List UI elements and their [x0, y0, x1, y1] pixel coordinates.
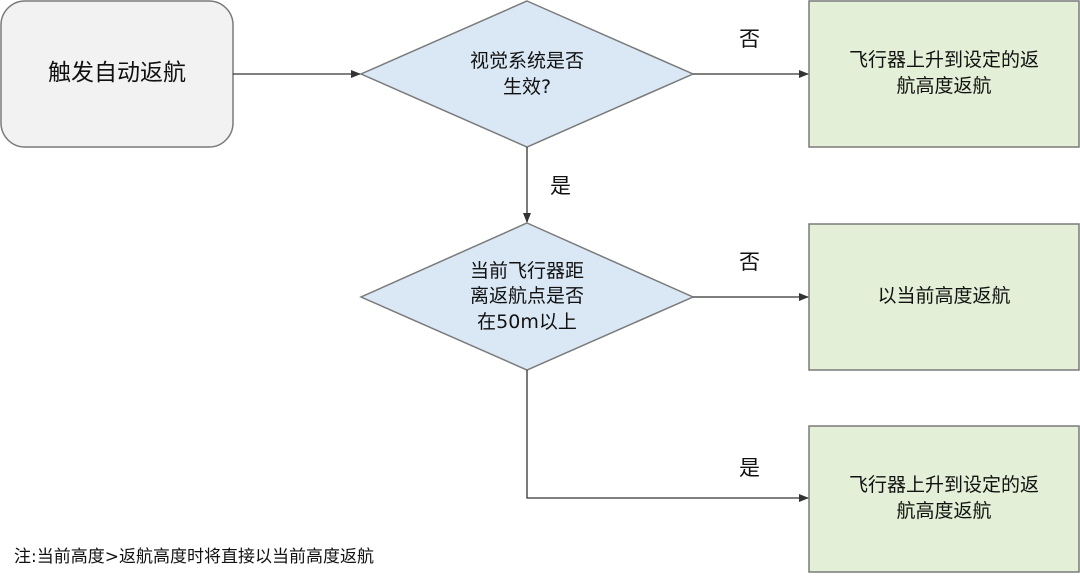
- action-climb-return-node-1: [808, 0, 1080, 148]
- decision-visual-system-node: [359, 0, 695, 148]
- footnote: 注:当前高度>返航高度时将直接以当前高度返航: [14, 547, 374, 567]
- decision-distance-node: [359, 222, 695, 371]
- edge-decision2-yes: [526, 370, 809, 502]
- edge-label-d2-no: 否: [739, 250, 760, 274]
- edge-label-d1-yes: 是: [550, 174, 571, 198]
- start-node: [0, 0, 234, 148]
- action-current-height-node: [808, 223, 1080, 371]
- action-climb-return-node-2: [808, 425, 1080, 573]
- edge-label-d1-no: 否: [739, 27, 760, 51]
- edge-label-d2-yes: 是: [739, 456, 760, 480]
